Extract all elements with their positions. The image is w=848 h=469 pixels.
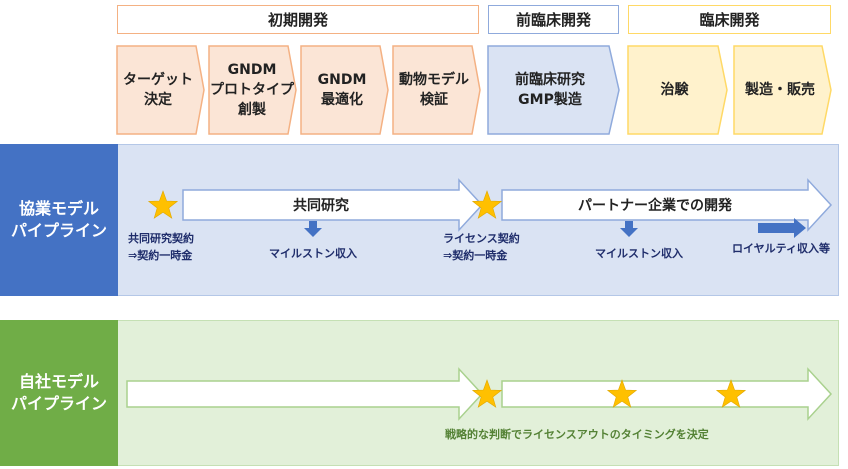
note-milestone-income-2: マイルストン収入 bbox=[595, 246, 683, 260]
milestone1-down-arrow-icon bbox=[304, 221, 322, 237]
joint-research-label: 共同研究 bbox=[293, 198, 349, 214]
collab-arrow-joint-research bbox=[182, 178, 484, 232]
phase-early-header: 初期開発 bbox=[117, 5, 479, 34]
step-chevron-preclinical bbox=[487, 45, 620, 135]
step-label-target: ターゲット 決定 bbox=[123, 72, 193, 108]
phase-preclinical-label: 前臨床開発 bbox=[515, 11, 591, 29]
note-joint-research-contract: 共同研究契約 ⇒契約一時金 bbox=[128, 232, 194, 262]
inhouse-model-label: 自社モデル パイプライン bbox=[0, 320, 118, 466]
partner-development-label: パートナー企業での開発 bbox=[578, 198, 732, 214]
step-label-prototype: GNDM プロトタイプ 創製 bbox=[210, 62, 294, 118]
milestone2-down-arrow-icon bbox=[620, 221, 638, 237]
step-chevron-target bbox=[116, 45, 205, 135]
inhouse-strategy-note: 戦略的な判断でライセンスアウトのタイミングを決定 bbox=[445, 428, 709, 441]
collab-model-label: 協業モデル パイプライン bbox=[0, 144, 118, 296]
note-license-contract: ライセンス契約 ⇒契約一時金 bbox=[443, 232, 520, 262]
step-label-manufacture: 製造・販売 bbox=[745, 82, 815, 98]
step-label-animal: 動物モデル 検証 bbox=[399, 72, 469, 108]
phase-early-label: 初期開発 bbox=[267, 11, 328, 29]
inhouse-arrow-late bbox=[501, 367, 833, 421]
step-label-trial: 治験 bbox=[660, 82, 689, 98]
inhouse-arrow-early bbox=[126, 367, 484, 421]
step-chevron-trial bbox=[627, 45, 728, 135]
royalty-right-arrow-icon bbox=[758, 218, 806, 238]
step-chevron-animal bbox=[392, 45, 481, 135]
step-chevron-prototype bbox=[208, 45, 297, 135]
step-chevron-optimize bbox=[300, 45, 389, 135]
note-royalty-income: ロイヤルティ収入等 bbox=[732, 242, 831, 255]
star-icon bbox=[472, 190, 502, 219]
step-label-optimize: GNDM 最適化 bbox=[317, 72, 367, 108]
phase-clinical-label: 臨床開発 bbox=[699, 11, 760, 29]
star-icon bbox=[148, 190, 178, 219]
note-milestone-income-1: マイルストン収入 bbox=[269, 246, 357, 260]
step-chevron-manufacture bbox=[733, 45, 832, 135]
step-label-preclinical: 前臨床研究 GMP製造 bbox=[515, 72, 585, 108]
collab-arrow-partner-development bbox=[501, 178, 833, 232]
phase-clinical-header: 臨床開発 bbox=[628, 5, 831, 34]
phase-preclinical-header: 前臨床開発 bbox=[488, 5, 619, 34]
star-icon bbox=[472, 379, 502, 408]
